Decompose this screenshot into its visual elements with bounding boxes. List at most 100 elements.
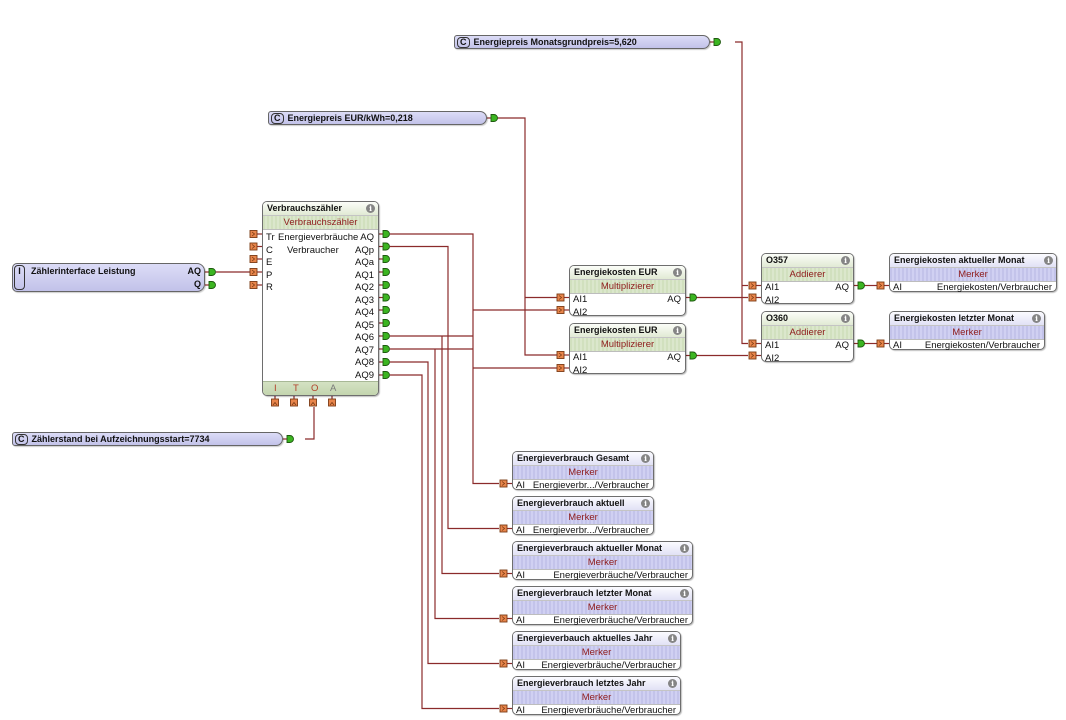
wire-zaehlerstand-to-counter-o[interactable] [305,407,315,440]
info-icon[interactable]: i [668,634,677,643]
output-label: AQ [835,340,849,351]
input-pin[interactable] [499,524,512,533]
input-pin[interactable] [249,242,262,251]
input-pin[interactable] [748,339,761,348]
info-icon[interactable]: i [841,256,850,265]
input-pin[interactable] [499,569,512,578]
bottom-input-pin[interactable] [271,395,279,407]
block-title: Energieverbrauch letzter Monat [517,588,652,598]
input-pin[interactable] [556,293,569,302]
input-pin[interactable] [556,351,569,359]
wire-monatsgrundpreis-to-adders[interactable] [735,41,748,345]
bottom-input-pin[interactable] [290,395,298,407]
output-pin[interactable] [205,268,216,276]
info-icon[interactable]: i [641,454,650,463]
interface-label: Zählerinterface Leistung [31,266,136,276]
output-label: AQp [354,244,374,256]
input-pin[interactable] [876,281,889,290]
output-pin[interactable] [710,38,721,46]
input-pin[interactable] [499,704,512,713]
wire-counter-aq8-to-aktuelles-jahr[interactable] [390,361,499,665]
wire-counter-aq6-to-aktueller-monat[interactable] [441,336,499,575]
info-icon[interactable]: i [673,268,682,277]
input-pin[interactable] [499,479,512,488]
info-icon[interactable]: i [673,326,682,335]
output-pin[interactable] [854,281,865,290]
wire-counter-aq9-to-letztes-jahr[interactable] [390,374,499,710]
bottom-input-pin[interactable] [328,395,336,407]
output-pin[interactable] [487,114,498,122]
input-pin[interactable] [249,230,262,238]
block-title: Energiekosten EUR [574,325,658,335]
info-icon[interactable]: i [841,314,850,323]
output-pin[interactable] [379,371,390,379]
output-pin[interactable] [379,242,390,251]
output-pin[interactable] [379,281,390,289]
marker-value: Energieverbräuche/Verbraucher [553,570,688,581]
input-pin[interactable] [876,339,889,348]
block-title: Verbrauchszähler [267,203,343,213]
output-pin[interactable] [379,293,390,302]
input-pin[interactable] [499,614,512,623]
wire-eur-kwh-to-multipliers[interactable] [497,117,558,356]
output-pin[interactable] [379,255,390,263]
interface-zaehlerinterface-leistung[interactable]: I Zählerinterface Leistung AQ Q [12,263,205,292]
input-pin[interactable] [249,255,262,263]
info-icon[interactable]: i [1044,256,1053,265]
marker-value: Energieverbräuche/Verbraucher [553,615,688,626]
output-pin[interactable] [205,281,216,289]
wire-counter-aq7-to-letzter-monat[interactable] [434,349,499,620]
output-pin[interactable] [379,345,390,353]
footer-label: A [330,383,337,394]
input-pin[interactable] [249,268,262,276]
input-pin[interactable] [556,306,569,314]
input-pin[interactable] [748,293,761,302]
info-icon[interactable]: i [366,204,375,213]
input-pin[interactable] [748,351,761,360]
input-pin[interactable] [499,659,512,668]
output-pin[interactable] [379,230,390,238]
wire-counter-aqp-to-aktuell[interactable] [390,245,499,530]
info-icon[interactable]: i [680,589,689,598]
info-icon[interactable]: i [668,679,677,688]
output-pin[interactable] [379,268,390,276]
info-icon[interactable]: i [1032,314,1041,323]
output-pin[interactable] [686,293,697,302]
wire-counter-aq-to-gesamt[interactable] [390,233,499,485]
input-pin[interactable] [249,281,262,289]
block-title: Energieverbauch aktuelles Jahr [517,633,653,643]
pin-layer [205,38,889,713]
input-pin[interactable] [748,281,761,290]
output-pin[interactable] [379,306,390,314]
info-icon[interactable]: i [641,499,650,508]
bottom-input-pin[interactable] [309,395,317,407]
output-pin[interactable] [854,339,865,348]
info-icon[interactable]: i [680,544,689,553]
block-type: Merker [513,511,653,525]
output-pin[interactable] [379,319,390,327]
input-pin[interactable] [556,364,569,372]
output-pin[interactable] [686,351,697,360]
output-pin[interactable] [283,435,294,443]
block-type: Merker [513,646,680,660]
output-pin[interactable] [379,358,390,366]
output-pin[interactable] [379,332,390,340]
